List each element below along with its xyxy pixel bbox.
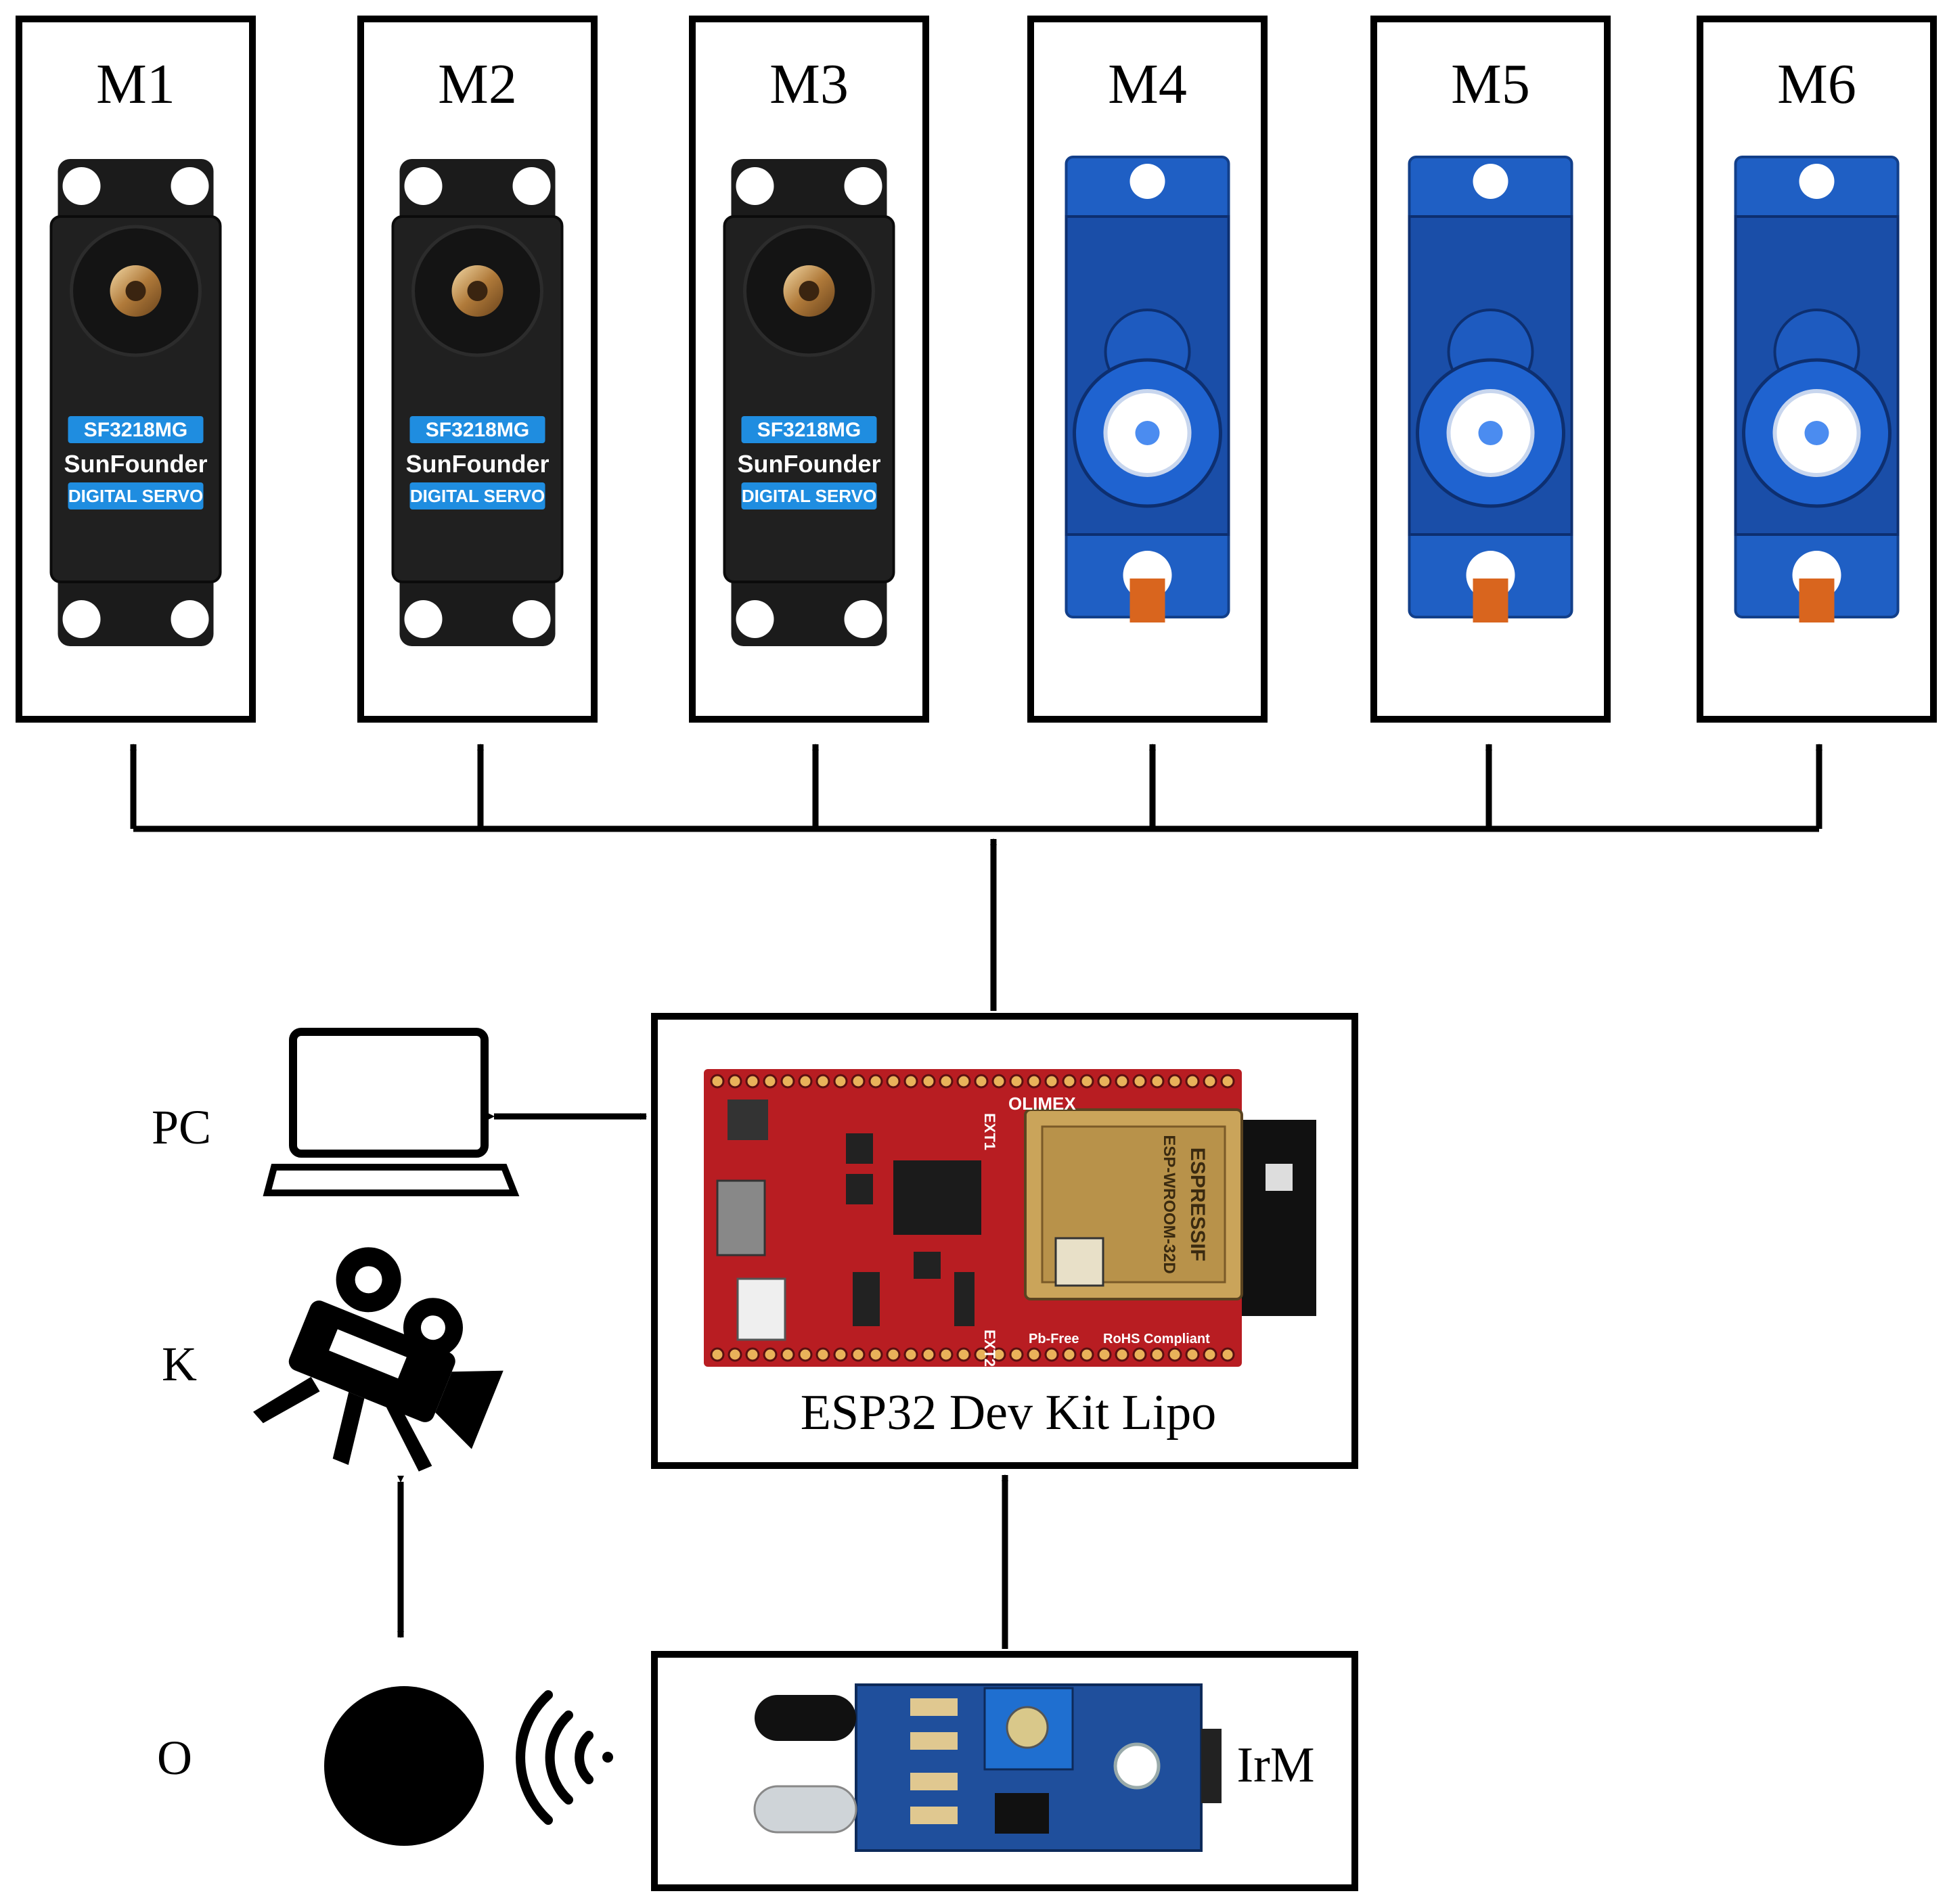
servo-model: SF3218MG [426,419,529,441]
servo-label: M6 [1777,53,1856,116]
servo-brand: SunFounder [738,450,881,478]
laptop-icon [263,1028,520,1196]
servo-model: SF3218MG [84,419,187,441]
board-pbfree: Pb-Free [1029,1332,1079,1346]
servo-brand: SunFounder [64,450,208,478]
ir-sensor-board-image [753,1683,1222,1852]
servo-m4: M4 [1027,16,1268,723]
controller-title: ESP32 Dev Kit Lipo [801,1385,1217,1441]
servo-label: M5 [1451,53,1530,116]
pc-label: PC [152,1100,211,1154]
servo-brand: SunFounder [406,450,550,478]
module-model: ESP-WROOM-32D [1160,1135,1178,1273]
servo-label: M4 [1108,53,1187,116]
module-brand: ESPRESSIF [1186,1148,1209,1261]
servo-m6: M6 [1697,16,1937,723]
servo-model: SF3218MG [757,419,861,441]
servo-kind: DIGITAL SERVO [742,486,876,506]
servo-kind: DIGITAL SERVO [68,486,203,506]
blue-servo-image [1734,156,1900,622]
object-label: O [157,1731,192,1785]
esp32-board-image: ESPRESSIF ESP-WROOM-32D OLIMEX EXT1 EXT2… [704,1069,1316,1367]
board-ext2: EXT2 [981,1330,998,1367]
board-brand: OLIMEX [1008,1093,1076,1114]
blue-servo-image [1408,156,1573,622]
camera-label: K [162,1337,197,1391]
controller-block: ESPRESSIF ESP-WROOM-32D OLIMEX EXT1 EXT2… [651,1013,1358,1469]
servo-label: M2 [438,53,517,116]
servo-m5: M5 [1370,16,1611,723]
camera-block: K [162,1247,503,1638]
pc-block: PC [152,1028,647,1196]
blue-servo-image [1065,156,1230,622]
board-rohs: RoHS Compliant [1103,1332,1210,1346]
servo-label: M3 [769,53,849,116]
ir-sensor-block: IrM [651,1651,1358,1891]
object-block: O [157,1686,613,1846]
servo-label: M1 [96,53,175,116]
wireless-signal-icon [516,1690,613,1825]
camera-icon [253,1247,503,1472]
ir-sensor-label: IrM [1236,1738,1314,1793]
board-ext1: EXT1 [981,1113,998,1150]
object-circle [324,1686,484,1846]
servo-kind: DIGITAL SERVO [410,486,545,506]
servo-bus [130,744,1822,832]
